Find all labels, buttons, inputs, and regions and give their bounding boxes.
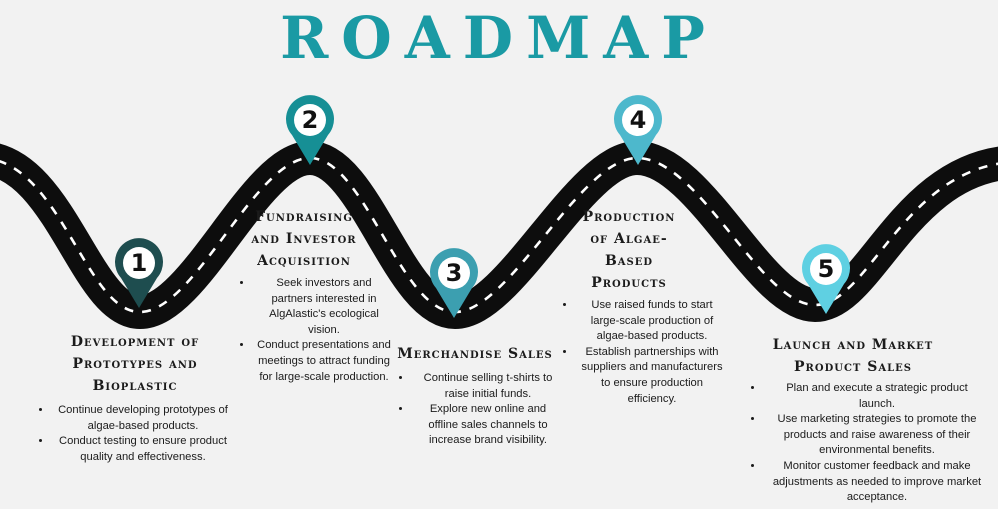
milestone-4-pin: 4: [613, 95, 663, 167]
milestone-2-list: Seek investors and partners interested i…: [237, 276, 391, 385]
milestone-number: 1: [130, 249, 148, 277]
map-pin-icon: [430, 248, 478, 318]
list-item: Conduct presentations and meetings to at…: [253, 338, 391, 385]
milestone-3-list: Continue selling t-shirts to raise initi…: [396, 371, 560, 449]
milestone-4-list: Use raised funds to start large-scale pr…: [560, 298, 724, 407]
list-item: Explore new online and offline sales cha…: [412, 402, 560, 449]
list-item: Plan and execute a strategic product lau…: [764, 381, 986, 412]
list-item: Conduct testing to ensure product qualit…: [52, 434, 230, 465]
milestone-1-pin: 1: [114, 238, 164, 310]
pin-inner-circle: [123, 247, 155, 279]
milestone-4-heading: Production of Algae-Based Products: [582, 209, 676, 291]
pin-inner-circle: [810, 253, 842, 285]
map-pin-icon: [286, 95, 334, 165]
milestone-5-pin: 5: [801, 244, 851, 316]
pin-inner-circle: [294, 104, 326, 136]
map-pin-icon: [115, 238, 163, 308]
milestone-3-pin: 3: [429, 248, 479, 320]
milestone-number: 4: [629, 106, 647, 134]
pin-inner-circle: [438, 257, 470, 289]
pin-inner-circle: [622, 104, 654, 136]
map-pin-icon: [614, 95, 662, 165]
milestone-number: 5: [817, 255, 835, 283]
list-item: Monitor customer feedback and make adjus…: [764, 459, 986, 506]
milestone-2-pin: 2: [285, 95, 335, 167]
list-item: Establish partnerships with suppliers an…: [576, 345, 724, 407]
milestone-number: 2: [301, 106, 319, 134]
milestone-2-heading: Fundraising and Investor Acquisition: [251, 209, 357, 269]
map-pin-icon: [802, 244, 850, 314]
milestone-5-heading: Launch and Market Product Sales: [772, 337, 934, 375]
roadmap-title: ROADMAP: [280, 4, 718, 72]
list-item: Continue selling t-shirts to raise initi…: [412, 371, 560, 402]
milestone-number: 3: [445, 259, 463, 287]
list-item: Continue developing prototypes of algae-…: [52, 403, 230, 434]
milestone-3-heading: Merchandise Sales: [397, 346, 553, 362]
list-item: Use raised funds to start large-scale pr…: [576, 298, 724, 345]
milestone-1-list: Continue developing prototypes of algae-…: [36, 403, 230, 465]
list-item: Use marketing strategies to promote the …: [764, 412, 986, 459]
list-item: Seek investors and partners interested i…: [253, 276, 391, 338]
milestone-1-heading: Development of Prototypes and Bioplastic: [70, 334, 200, 394]
milestone-5-list: Plan and execute a strategic product lau…: [748, 381, 986, 506]
